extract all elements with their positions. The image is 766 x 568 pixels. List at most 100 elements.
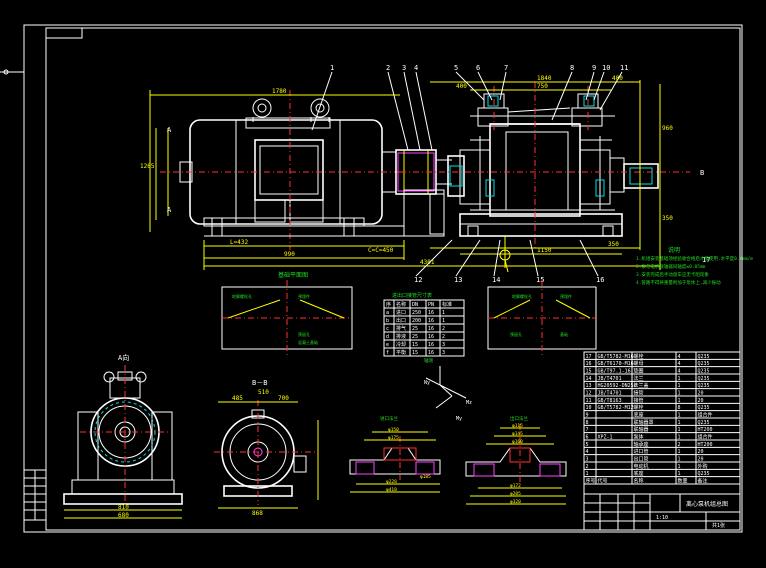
flange2-dim-4: φ172: [510, 483, 521, 489]
note-line-4: 4.管路不得将重量附加于泵体上,减少振动: [636, 279, 721, 286]
drawing-scale: 1:10: [656, 515, 668, 521]
bom-cell: 1: [678, 420, 681, 426]
bom-cell: JB/T4701: [598, 376, 622, 382]
nozzle-header-cell: 标准: [442, 301, 452, 308]
drawing-sheet: 共1张: [712, 522, 725, 529]
note-line-3: 3.安装完成后手动盘车应无卡阻现象: [636, 271, 709, 278]
nozzle-cell: 16: [428, 342, 434, 348]
svg-text:Mz: Mz: [466, 400, 472, 406]
corner-stamp: [45, 27, 83, 39]
section-bb-title: B－B: [252, 379, 267, 387]
callout-3: 3: [402, 64, 406, 72]
callout-8: 8: [570, 64, 574, 72]
section-bb-w1: 485: [232, 395, 243, 402]
callout-7: 7: [504, 64, 508, 72]
flange2-dim-1: φ115: [512, 423, 523, 429]
dim-right-offset: C=C=450: [368, 247, 394, 254]
dim-pump-w: 750: [537, 83, 548, 90]
dim-pump-h: 960: [662, 125, 673, 132]
bom-cell: 1: [678, 413, 681, 419]
nozzle-cell: 2: [442, 334, 445, 340]
nozzle-cell: 平衡: [396, 349, 406, 356]
section-bb-w2: 700: [278, 395, 289, 402]
section-bb-base: 868: [252, 510, 263, 517]
flange-detail-1[interactable]: 进口法兰 φ150 φ175 φ185 φ228 φ418: [349, 415, 441, 493]
bom-cell: Q235: [698, 369, 710, 375]
bom-cell: HT200: [698, 427, 713, 433]
nozzle-cell: 1: [442, 318, 445, 324]
flange2-dim-6: φ320: [510, 499, 521, 505]
foundation-right-label-4: 基础: [560, 331, 568, 337]
nozzle-cell: b: [386, 318, 389, 324]
nozzle-cell: 排气: [396, 325, 406, 332]
bom-header-cell: 序号: [586, 478, 596, 485]
bom-cell: 联轴器: [634, 426, 649, 433]
foundation-plan-left[interactable]: 基础平面图 地脚螺栓孔 预埋件 预留孔 混凝土基础: [221, 271, 353, 356]
bom-cell: 1: [678, 457, 681, 463]
bom-cell: Q235: [698, 471, 710, 477]
foundation-plan-right[interactable]: 地脚螺栓孔 预埋件 预留孔 基础: [487, 280, 597, 356]
bom-cell: 1: [586, 471, 589, 477]
bom-cell: 17: [586, 354, 592, 360]
svg-text:My: My: [456, 416, 462, 422]
callout-17: 17: [702, 256, 710, 264]
bom-cell: 16: [586, 361, 592, 367]
callout-10: 10: [602, 64, 610, 72]
bom-cell: 轴承座: [634, 441, 649, 448]
svg-text:Ny: Ny: [424, 380, 430, 386]
bom-cell: GB/T6170-M16: [598, 361, 634, 367]
base-frame[interactable]: [204, 189, 623, 237]
bom-header-cell: 数量: [678, 478, 688, 485]
bom-cell: JB/T4701: [598, 391, 622, 397]
nozzle-cell: 2: [442, 326, 445, 332]
bom-cell: 法兰: [634, 375, 644, 382]
dim-height: 1265: [140, 163, 155, 170]
side-view-a-title: A向: [118, 353, 129, 362]
side-view-a[interactable]: A向 810 680: [63, 353, 183, 519]
bom-cell: 接管: [634, 390, 644, 397]
nozzle-cell: 15: [412, 342, 418, 348]
foundation-left-label-2: 预埋件: [298, 293, 310, 299]
bom-cell: HG20592-DN250: [598, 383, 637, 389]
callout-16: 16: [596, 276, 604, 284]
nozzle-cell: e: [386, 342, 389, 348]
flange-detail-2[interactable]: 出口法兰 φ115 φ145 φ160 φ172 φ205 φ320: [465, 415, 567, 505]
pump-front-view[interactable]: [400, 82, 690, 273]
bom-cell: 12: [586, 391, 592, 397]
nozzle-cell: 3: [442, 350, 445, 356]
bom-cell: 泵体: [634, 434, 644, 441]
axes-diagram: 轴测 Ny Mz My: [424, 357, 472, 422]
bom-cell: 4: [678, 354, 681, 360]
foundation-left-label-4: 混凝土基础: [298, 339, 318, 345]
bom-cell: 1: [678, 471, 681, 477]
bom-cell: 13: [586, 383, 592, 389]
bom-cell: 1: [678, 435, 681, 441]
bom-cell: 6: [586, 435, 589, 441]
bom-header-cell: 备注: [698, 478, 708, 485]
motor-front-view[interactable]: [160, 90, 400, 250]
side-a-width: 810: [118, 504, 129, 511]
callout-4: 4: [414, 64, 418, 72]
nozzle-cell: 出口: [396, 317, 406, 324]
bom-cell: 4: [678, 361, 681, 367]
dim-pump-base: 1150: [537, 247, 552, 254]
margin-stamp: [23, 469, 47, 521]
dim-base-h: 350: [662, 215, 673, 222]
dim-base-off: 350: [608, 241, 619, 248]
bom-cell: 20: [698, 457, 704, 463]
section-view-bb[interactable]: B－B 510 485 700 868: [214, 379, 319, 517]
bom-cell: Q235: [698, 354, 710, 360]
nozzle-cell: 15: [412, 350, 418, 356]
section-mark-a-top: A: [167, 126, 172, 134]
bom-header-cell: 名称: [634, 478, 644, 485]
dim-motor-length: 1780: [272, 88, 287, 95]
nozzle-cell: 200: [412, 318, 421, 324]
note-line-2: 2.泵与电机联轴器同轴度≤0.05mm: [636, 263, 706, 270]
flange1-dim-5: φ418: [386, 487, 397, 493]
inner-frame: [45, 27, 741, 531]
nozzle-cell: 16: [428, 318, 434, 324]
callout-11: 11: [620, 64, 628, 72]
